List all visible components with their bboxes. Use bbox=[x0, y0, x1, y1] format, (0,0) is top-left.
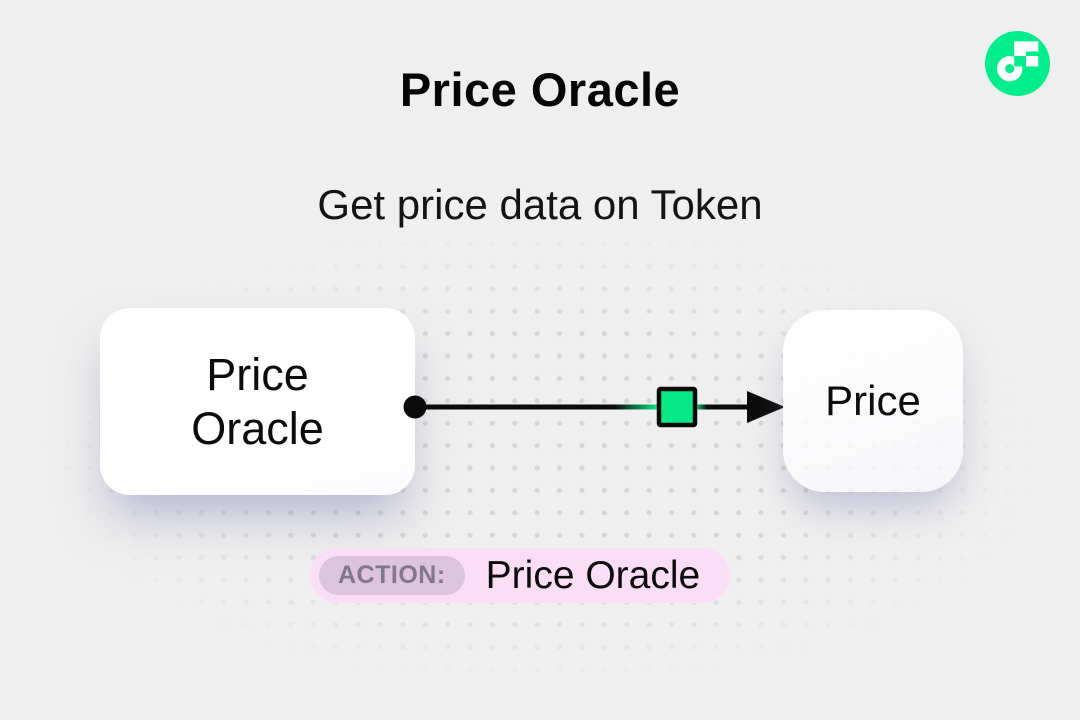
page-subtitle: Get price data on Token bbox=[317, 181, 763, 228]
connector-square-marker bbox=[656, 386, 698, 428]
page-title: Price Oracle bbox=[399, 63, 681, 116]
action-label-pill: ACTION: bbox=[319, 556, 465, 595]
action-value: Price Oracle bbox=[485, 553, 701, 597]
arrowhead-icon bbox=[747, 391, 785, 423]
node-price: Price bbox=[783, 310, 963, 492]
node-price-label: Price bbox=[825, 377, 921, 424]
connector-start-dot bbox=[403, 395, 427, 419]
node-price-oracle: Price Oracle bbox=[100, 308, 415, 495]
node-price-oracle-label: Price Oracle bbox=[191, 348, 324, 454]
connector-arrow bbox=[403, 386, 785, 428]
flow-logo-icon bbox=[985, 31, 1050, 96]
action-badge: ACTION: Price Oracle bbox=[310, 548, 731, 603]
